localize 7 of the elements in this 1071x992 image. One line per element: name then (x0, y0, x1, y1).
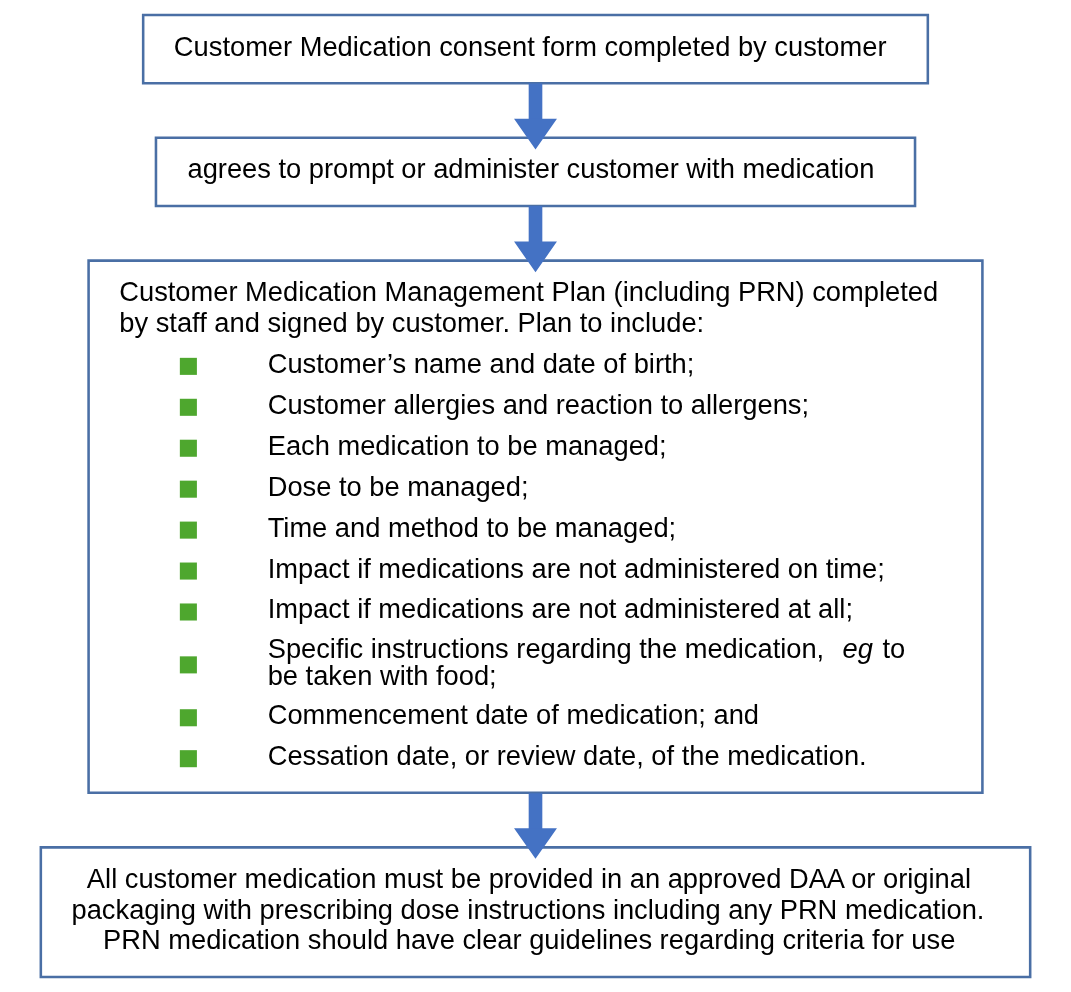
arrow (514, 83, 557, 150)
node-box: Customer Medication consent form completed by customer (141, 13, 930, 85)
arrow (514, 793, 557, 859)
node-box: All customer medication must be provided in an approved DAA or original packaging with prescribing dose instructions including any PRN medication. PRN medication should have clear guidelines regarding criteria for use (39, 846, 1032, 979)
arrow (514, 206, 557, 273)
node-box: Customer Medication Management Plan (including PRN) completed by staff and signed by customer. Plan to include: Customer’s name and date of birth; Customer allergies and reaction to allergens; Each medication to be managed; Dose to be managed; Time and method to be managed; Impact if medications are not administered on time; Impact if medications are not administered at all; Specific instructions regarding the medication, eg to be taken with food; Commencement date of medication; and Cessation date, or review date, of the medication. (87, 259, 984, 795)
node-box: agrees to prompt or administer customer with medication (154, 136, 917, 208)
